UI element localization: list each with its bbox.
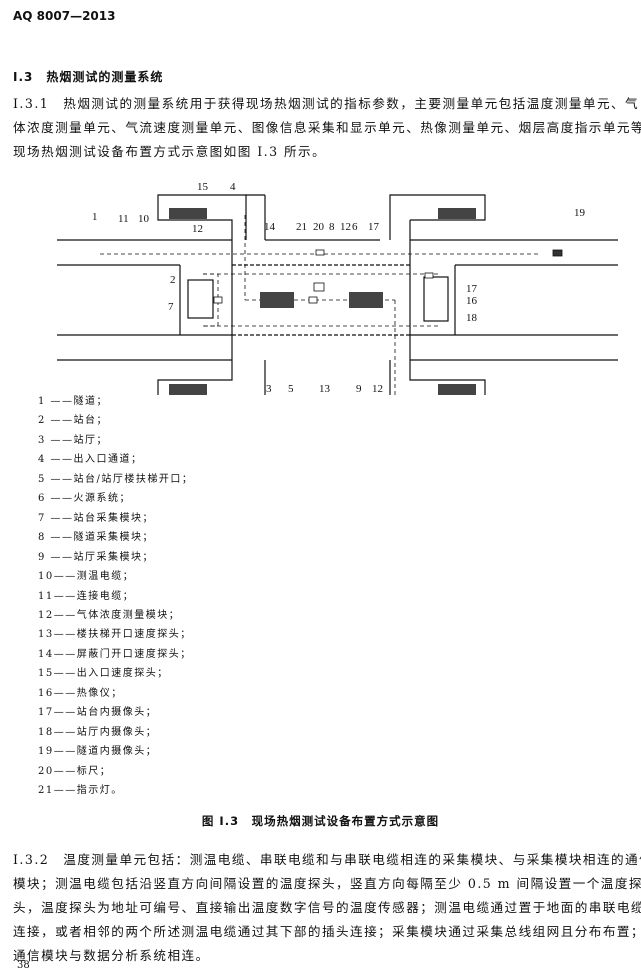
figure-caption: 图 I.3 现场热烟测试设备布置方式示意图	[201, 814, 440, 828]
legend-item: 8 ——隧道采集模块；	[38, 532, 155, 544]
callout-number: 15	[197, 181, 209, 193]
callout-number: 8	[329, 221, 335, 233]
text-line: 头，温度探头为地址可编号、直接输出温度数字信号的温度传感器；测温电缆通过置于地面…	[13, 900, 641, 915]
section-heading: I.3 热烟测试的测量系统	[13, 70, 164, 84]
text-line: 通信模块与数据分析系统相连。	[13, 948, 210, 963]
callout-number: 16	[466, 295, 478, 307]
callout-number: 17	[466, 283, 478, 295]
structure-outline	[57, 194, 618, 395]
text-line: 现场热烟测试设备布置方式示意图如图 I.3 所示。	[13, 144, 327, 159]
callout-number: 9	[356, 383, 362, 395]
paragraph-i31: I.3.1 热烟测试的测量系统用于获得现场热烟测试的指标参数，主要测量单元包括温…	[13, 92, 641, 164]
callout-number: 12	[372, 383, 383, 395]
callout-number: 14	[264, 221, 276, 233]
text-line: I.3.1 热烟测试的测量系统用于获得现场热烟测试的指标参数，主要测量单元包括温…	[13, 96, 640, 111]
callout-number: 19	[574, 207, 586, 219]
legend-item: 12——气体浓度测量模块；	[38, 609, 181, 621]
legend-item: 19——隧道内摄像头；	[38, 746, 158, 758]
callout-number: 5	[288, 383, 294, 395]
modules	[213, 249, 563, 304]
legend-item: 2 ——站台；	[38, 415, 109, 427]
callout-number: 12	[340, 221, 351, 233]
legend-item: 13——楼扶梯开口速度探头；	[38, 629, 192, 641]
callout-number: 12	[192, 223, 203, 235]
text-line: 模块；测温电缆包括沿竖直方向间隔设置的温度探头，竖直方向每隔至少 0.5 m 间…	[13, 876, 641, 891]
callout-number: 6	[352, 221, 358, 233]
legend-item: 4 ——出入口通道；	[38, 454, 143, 466]
escalators	[169, 208, 476, 395]
callout-number: 4	[230, 181, 236, 193]
legend-item: 18——站厅内摄像头；	[38, 726, 158, 738]
figure-legend: 1 ——隧道； 2 ——站台； 3 ——站厅； 4 ——出入口通道； 5 ——站台/站厅…	[38, 392, 193, 801]
document-code: AQ 8007—2013	[13, 9, 116, 23]
paragraph-i32: I.3.2 温度测量单元包括：测温电缆、串联电缆和与串联电缆相连的采集模块、与采…	[13, 848, 641, 968]
callout-number: 21	[296, 221, 307, 233]
callout-number: 13	[319, 383, 331, 395]
legend-item: 21——指示灯。	[38, 785, 123, 797]
text-line: 连接，或者相邻的两个所述测温电缆通过其下部的插头连接；采集模块通过采集总线组网且…	[13, 924, 641, 939]
text-line: 体浓度测量单元、气流速度测量单元、图像信息采集和显示单元、热像测量单元、烟层高度…	[13, 120, 641, 135]
callout-number: 1	[92, 211, 98, 223]
page-number: 38	[17, 960, 30, 971]
callout-number: 11	[118, 213, 129, 225]
legend-item: 15——出入口速度探头；	[38, 668, 169, 680]
legend-item: 11——连接电缆；	[38, 590, 135, 602]
callout-number: 7	[168, 301, 174, 313]
legend-item: 3 ——站厅；	[38, 434, 109, 446]
legend-item: 9 ——站厅采集模块；	[38, 551, 155, 563]
legend-item: 7 ——站台采集模块；	[38, 512, 155, 524]
legend-item: 6 ——火源系统；	[38, 493, 132, 505]
legend-item: 14——屏蔽门开口速度探头；	[38, 648, 192, 660]
legend-item: 16——热像仪；	[38, 687, 123, 699]
callout-number: 20	[313, 221, 325, 233]
text-line: I.3.2 温度测量单元包括：测温电缆、串联电缆和与串联电缆相连的采集模块、与采…	[13, 852, 641, 867]
callout-number: 2	[170, 274, 176, 286]
legend-item: 20——标尺；	[38, 765, 112, 777]
callout-number: 3	[266, 383, 272, 395]
legend-item: 1 ——隧道；	[38, 396, 109, 407]
legend-item: 10——测温电缆；	[38, 571, 135, 583]
callout-number: 10	[138, 213, 150, 225]
legend-item: 17——站台内摄像头；	[38, 707, 158, 719]
legend-item: 5 ——站台/站厅楼扶梯开口；	[38, 473, 194, 485]
callout-number: 17	[368, 221, 380, 233]
callout-number: 18	[466, 312, 478, 324]
